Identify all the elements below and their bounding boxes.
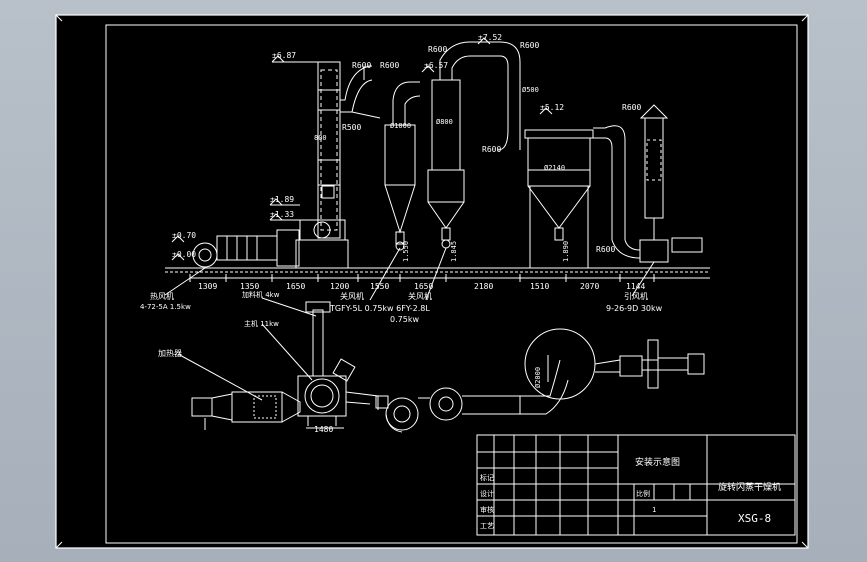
radius-label: R600 — [352, 61, 371, 70]
tb-ratio: 比例 — [636, 489, 650, 498]
callout-discharge-2: 关风机 — [408, 291, 432, 301]
diameter-label: 800 — [314, 134, 327, 142]
tb-row-label: 标记 — [480, 473, 494, 482]
elev-u-duct: ±7.52 — [478, 33, 502, 42]
elev-3: ±0.70 — [172, 231, 196, 240]
elev-tower-top: ±6.87 — [272, 51, 296, 60]
radius-label: R600 — [482, 145, 501, 154]
product-name: 旋转闪蒸干燥机 — [718, 481, 781, 493]
callout-induced-fan-model: 9-26-9D 30kw — [606, 304, 663, 313]
dim-label: 1550 — [370, 282, 389, 291]
dim-label: 2180 — [474, 282, 493, 291]
diameter-label: Ø800 — [436, 118, 453, 126]
radius-label: R600 — [596, 245, 615, 254]
elev-ground: ±0.00 — [172, 250, 196, 259]
dim-label: 1350 — [240, 282, 259, 291]
dim-label: 1650 — [286, 282, 305, 291]
callout-discharge-models: TGFY-5L 0.75kw 6FY-2.8L — [329, 304, 430, 313]
radius-label: R600 — [622, 103, 641, 112]
dim-label: 2070 — [580, 282, 599, 291]
elev-2: ±1.33 — [270, 210, 294, 219]
dim-label: 1200 — [330, 282, 349, 291]
tb-sheet: 1 — [652, 506, 656, 514]
diameter-label: Ø500 — [522, 86, 539, 94]
callout-discharge-1: 关风机 — [340, 291, 364, 301]
callout-heater: 加热器 — [158, 348, 182, 358]
tb-row-label: 工艺 — [480, 522, 494, 530]
radius-label: R600 — [520, 41, 539, 50]
diameter-label: Ø2000 — [534, 367, 542, 388]
callout-hot-blower: 热风机 — [150, 291, 174, 301]
tb-row-label: 设计 — [480, 489, 494, 498]
elevation-view — [164, 37, 710, 301]
radius-label: R600 — [380, 61, 399, 70]
inner-border — [105, 24, 798, 544]
diameter-label: Ø2140 — [544, 164, 565, 172]
drawing-title: 安装示意图 — [635, 456, 680, 468]
dim-label: 1144 — [626, 282, 645, 291]
callout-discharge-power: 0.75kw — [390, 315, 419, 324]
tb-row-label: 审核 — [480, 505, 494, 514]
drawing-number: XSG-8 — [738, 512, 771, 525]
radius-label: R600 — [428, 45, 447, 54]
callout-main-motor: 主机 11kw — [244, 319, 279, 328]
elev-bag-filter: ±5.12 — [540, 103, 564, 112]
title-block — [476, 434, 796, 536]
callout-feeder: 加料机 4kw — [242, 290, 280, 299]
diameter-label: Ø1000 — [390, 122, 411, 130]
elev-1: ±1.89 — [270, 195, 294, 204]
plan-view — [177, 297, 705, 433]
vertical-dim: 1.890 — [562, 241, 570, 262]
vertical-dim: 1.845 — [450, 241, 458, 262]
dim-label: 1309 — [198, 282, 217, 291]
dim-label: 1480 — [314, 425, 333, 434]
elev-cyclone2: ±6.57 — [424, 61, 448, 70]
callout-hot-blower-model: 4-72-5A 1.5kw — [140, 303, 191, 311]
callout-induced-fan: 引风机 — [624, 291, 648, 301]
radius-label: R500 — [342, 123, 361, 132]
vertical-dim: 1.550 — [402, 241, 410, 262]
dim-label: 1510 — [530, 282, 549, 291]
dim-label: 1650 — [414, 282, 433, 291]
